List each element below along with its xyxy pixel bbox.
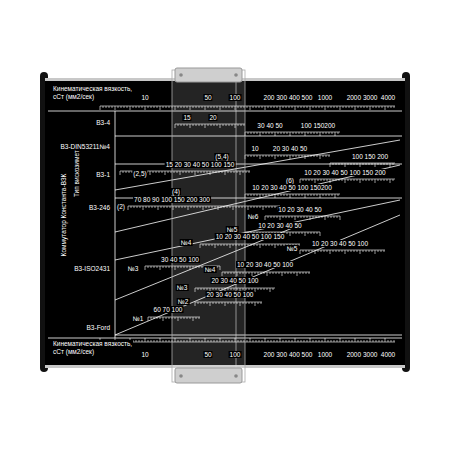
scale-number: №5 — [226, 226, 239, 233]
scale-number: 4000 — [380, 351, 396, 358]
scale-number: 100 — [229, 351, 242, 358]
scale-number: (2) — [116, 203, 126, 210]
scale-number: 10 — [250, 145, 259, 152]
scale-number: Кинематическая вязкость, — [52, 85, 133, 92]
cursor-slider — [172, 70, 245, 382]
scale-number: 30 40 50 100 — [160, 256, 200, 263]
scale-number: №5 — [286, 245, 299, 252]
scale-title: В3-DIN53211№4 — [60, 143, 112, 150]
scale-number: 15 — [182, 114, 191, 121]
scale-number: 2000 3000 — [346, 94, 379, 101]
scale-number: 1000 — [317, 94, 333, 101]
scale-title: В3-Ford — [86, 324, 111, 331]
scale-title: В3-4 — [95, 119, 111, 126]
scale-number: 10 20 30 40 50 100 — [311, 240, 369, 247]
scale-number: №6 — [247, 213, 260, 220]
scale-number: сСт (мм2/сек) — [52, 348, 95, 355]
scale-number: 10 20 30 40 50 100 150200 — [251, 184, 333, 191]
scale-number: 20 — [208, 114, 217, 121]
scale-number: 50 — [203, 351, 212, 358]
scale-number: (2,5) — [132, 170, 147, 177]
scale-title: Коммутатор Константа-В3К — [60, 173, 67, 258]
scale-number: 200 300 400 500 — [263, 94, 314, 101]
scale-number: 20 30 40 50 100 — [211, 277, 260, 284]
scale-ticks — [100, 106, 395, 342]
scale-number: 20 30 40 50 — [272, 145, 308, 152]
cursor-hairline — [236, 82, 237, 368]
scale-number: (5,4) — [214, 153, 229, 160]
scale-number: 20 30 40 50 100 — [206, 291, 255, 298]
scale-number: 30 40 50 — [256, 122, 283, 129]
scale-number: 10 20 30 40 50 100 150 200 — [303, 169, 386, 176]
scale-number: 100 150200 — [300, 122, 336, 129]
scale-number: 60 70 100 — [153, 306, 184, 313]
scale-title: Тип вискозиметра — [73, 142, 80, 198]
scale-number: 10 — [140, 351, 149, 358]
scale-number: сСт (мм2/сек) — [52, 93, 95, 100]
top-clip — [175, 68, 242, 82]
scale-number: №3 — [127, 265, 140, 272]
scale-number: (6) — [285, 177, 295, 184]
scale-number: №4 — [180, 239, 193, 246]
scale-number: №2 — [177, 298, 190, 305]
bottom-clip — [175, 368, 242, 383]
scale-number: 10 20 30 40 50 100 150 — [215, 233, 286, 240]
scale-number: №3 — [176, 284, 189, 291]
scale-number: 50 — [203, 94, 212, 101]
scale-number: 10 20 30 40 50 100 — [236, 261, 294, 268]
scale-number: (4) — [171, 188, 181, 195]
scale-number: 10 20 30 40 50 — [277, 206, 322, 213]
scale-title: В3-1 — [95, 171, 111, 178]
scale-number: 10 20 30 40 50 — [257, 222, 302, 229]
scale-number: 2000 3000 — [346, 351, 379, 358]
scale-number: 4000 — [380, 94, 396, 101]
scale-title: В3-ISO2431 — [73, 265, 111, 272]
scale-number: 15 20 30 40 50 100 150 — [165, 161, 236, 168]
scale-number: №4 — [204, 266, 217, 273]
scale-number: 10 — [140, 94, 149, 101]
scale-number: 200 300 400 500 — [263, 351, 314, 358]
clip-screws — [179, 73, 238, 378]
scale-title: В3-246 — [88, 204, 111, 211]
scale-number: 70 80 90 100 150 200 300 — [133, 196, 211, 203]
scale-number: 100 — [229, 94, 242, 101]
scale-number: 100 150 200 — [351, 153, 389, 160]
scale-number: №1 — [132, 315, 145, 322]
scale-number: Кинематическая вязкость, — [52, 340, 133, 347]
scale-number: 1000 — [317, 351, 333, 358]
